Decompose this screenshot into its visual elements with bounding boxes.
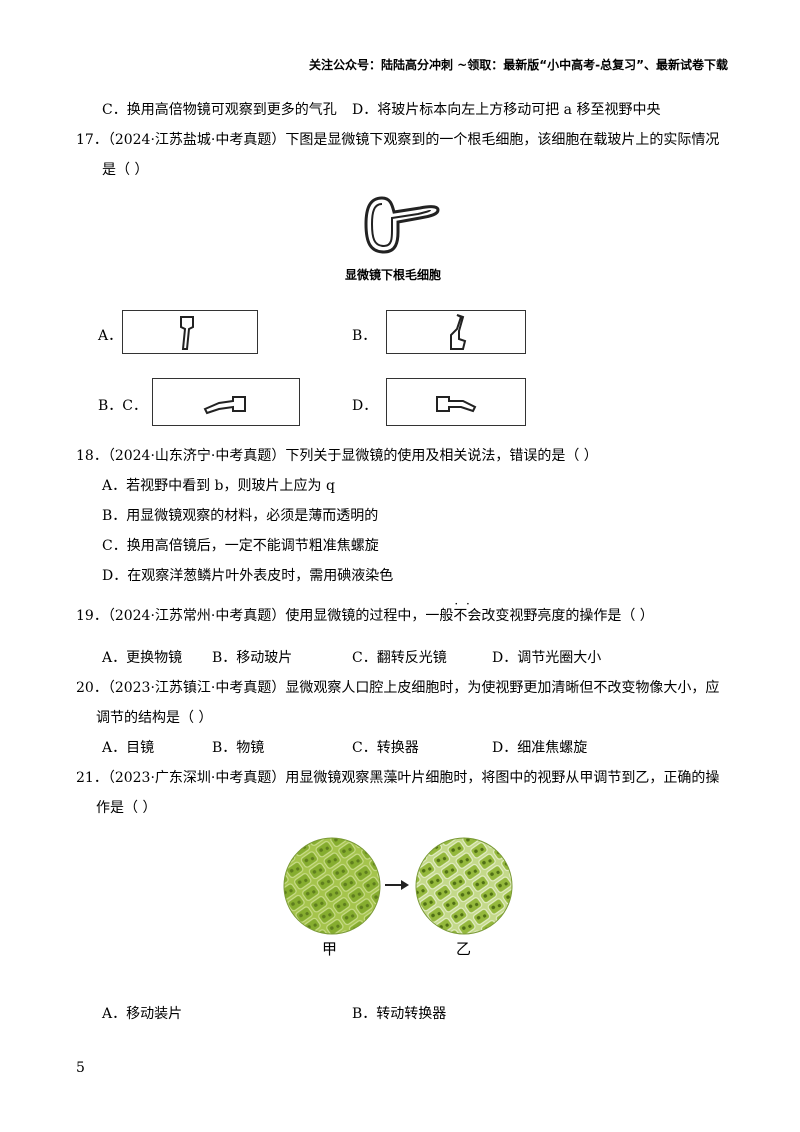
- q18-option-b: B．用显微镜观察的材料，必须是薄而透明的: [102, 508, 379, 524]
- q21-option-a: A．移动装片: [102, 1006, 183, 1022]
- q19-stem-post: 改变视野亮度的操作是（ ）: [481, 608, 654, 624]
- q19-stem-emphasis: 不会: [453, 594, 481, 626]
- q18-option-a: A．若视野中看到 b，则玻片上应为 q: [102, 478, 335, 494]
- q17-option-a-label: A．: [98, 328, 123, 344]
- q17-option-c-label: B．C．: [98, 398, 147, 414]
- page-number: 5: [76, 1060, 85, 1076]
- page-header: 关注公众号：陆陆高分冲刺 ~领取：最新版“小中高考-总复习”、最新试卷下载: [309, 58, 728, 72]
- q21-stem: 21．（2023·广东深圳·中考真题）用显微镜观察黑藻叶片细胞时，将图中的视野从…: [76, 770, 720, 786]
- q17-option-b-image: [386, 310, 526, 354]
- label-jia: 甲: [322, 940, 338, 958]
- arrow-right-icon: [384, 878, 410, 892]
- leaf-cell-view-jia: [282, 836, 382, 936]
- q17-option-a-image: [122, 310, 258, 354]
- q20-option-a: A．目镜: [102, 740, 155, 756]
- q20-option-b: B．物镜: [212, 740, 265, 756]
- q18-stem: 18．（2024·山东济宁·中考真题）下列关于显微镜的使用及相关说法，错误的是（…: [76, 448, 598, 464]
- q20-option-d: D．细准焦螺旋: [492, 740, 588, 756]
- q19-option-c: C．翻转反光镜: [352, 650, 447, 666]
- root-hair-cell-figure: [362, 192, 442, 260]
- q19-option-d: D．调节光圈大小: [492, 650, 602, 666]
- q19-stem-pre: 19．（2024·江苏常州·中考真题）使用显微镜的过程中，一般: [76, 608, 454, 624]
- q21-stem-cont: 作是（ ）: [96, 800, 157, 816]
- q17-option-b-label: B．: [352, 328, 377, 344]
- q17-stem-cont: 是（ ）: [102, 162, 149, 178]
- q20-option-c: C．转换器: [352, 740, 419, 756]
- q18-option-d: D．在观察洋葱鳞片叶外表皮时，需用碘液染色: [102, 568, 394, 584]
- q17-option-d-image: [386, 378, 526, 426]
- q20-stem-cont: 调节的结构是（ ）: [96, 710, 213, 726]
- q17-stem: 17．（2024·江苏盐城·中考真题）下图是显微镜下观察到的一个根毛细胞，该细胞…: [76, 132, 720, 148]
- q19-option-a: A．更换物镜: [102, 650, 183, 666]
- q17-option-d-label: D．: [352, 398, 378, 414]
- q19-option-b: B．移动玻片: [212, 650, 293, 666]
- q17-option-c-image: [152, 378, 300, 426]
- leaf-cell-view-yi: [414, 836, 514, 936]
- q21-option-b: B．转动转换器: [352, 1006, 447, 1022]
- q18-option-c: C．换用高倍镜后，一定不能调节粗准焦螺旋: [102, 538, 379, 554]
- q20-stem: 20．（2023·江苏镇江·中考真题）显微观察人口腔上皮细胞时，为使视野更加清晰…: [76, 680, 720, 696]
- figure-caption: 显微镜下根毛细胞: [345, 268, 442, 282]
- label-yi: 乙: [456, 940, 472, 958]
- q19-stem: 19．（2024·江苏常州·中考真题）使用显微镜的过程中，一般不会改变视野亮度的…: [76, 594, 654, 626]
- q16-option-c: C．换用高倍物镜可观察到更多的气孔: [102, 102, 337, 118]
- q16-option-d: D．将玻片标本向左上方移动可把 a 移至视野中央: [352, 102, 661, 118]
